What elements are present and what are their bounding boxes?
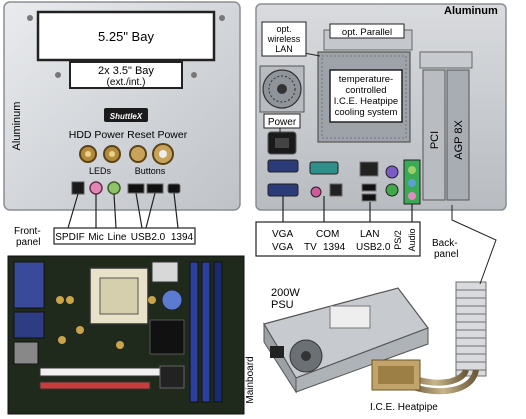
heatpipe-line3: I.C.E. Heatpipe [334,96,398,107]
heatpipe-caption: I.C.E. Heatpipe [370,402,438,413]
back-io-tv: TV [304,242,317,253]
tv-port [310,186,322,198]
front-panel-caption-1: Front- [14,226,41,237]
front-port-leaders [67,192,179,229]
firewire-port [167,183,181,194]
vga-port-2 [267,183,299,197]
com-port [309,161,339,175]
parallel-label: opt. Parallel [342,27,392,38]
reset-button[interactable] [129,145,147,163]
back-panel-caption-2: panel [434,249,458,260]
parallel-label-box [329,23,405,39]
usb-port-1 [127,183,145,194]
wireless-line3: LAN [275,44,293,54]
bay-525-slot [36,10,216,62]
bay-35-label-line2: (ext./int.) [107,77,146,88]
heatpipe-line2: controlled [345,85,386,96]
heatpipe-unit [371,281,487,395]
back-io-vga-2: VGA [272,242,293,253]
vga-port-1 [267,159,299,173]
usb-back-port-1 [361,183,377,192]
front-port-label-box [53,227,196,245]
back-io-ps2: PS/2 [393,230,403,250]
back-io-1394: 1394 [323,242,346,253]
back-io-usb: USB2.0 [356,242,391,253]
firewire-back-port [329,183,343,197]
bay-35-slot [69,61,183,89]
leds-label: LEDs [89,166,112,176]
ps2-port-2 [385,183,399,197]
front-port-mic: Mic [88,232,104,243]
psu-unit [263,287,429,394]
back-io-lan: LAN [360,229,379,240]
usb-port-2 [146,183,164,194]
heatpipe-line4: cooling system [335,107,398,118]
heatpipe-label-box [329,69,403,123]
led-power [103,145,121,163]
led-hdd [79,145,97,163]
front-panel-caption-2: panel [16,237,40,248]
lan-port [359,161,379,177]
mainboard-photo [7,255,245,415]
brand-plate [104,108,148,122]
back-aluminum-label: Aluminum [444,5,498,17]
pci-label: PCI [429,131,441,149]
button-row-label: HDD Power Reset Power [69,129,188,141]
psu-fan [259,65,305,113]
pci-slot-bracket [422,69,446,201]
bay-525-label: 5.25" Bay [98,29,154,44]
front-port-1394: 1394 [171,232,194,243]
ps2-port-1 [385,165,399,179]
back-port-leaders [282,196,413,222]
chipset [149,319,185,355]
front-aluminum-label: Aluminum [11,102,23,151]
line-port [107,181,121,195]
brand-text: ShuttleX [110,112,143,121]
power-label: Power [268,117,297,128]
back-io-audio: Audio [407,228,417,251]
psu-label-line2: PSU [271,299,294,311]
ram-slots [189,261,223,403]
southbridge [159,365,185,389]
front-port-spdif: SPDIF [55,232,84,243]
front-port-usb: USB2.0 [131,232,166,243]
psu-label-line1: 200W [271,287,300,299]
usb-back-port-2 [361,193,377,202]
back-io-vga-1: VGA [272,229,293,240]
power-label-box [263,113,301,129]
bay-35-label-line1: 2x 3.5" Bay [98,65,154,77]
mainboard-label: Mainboard [245,356,256,403]
spdif-port [71,181,85,195]
wireless-line2: wireless [267,34,301,44]
heatpipe-connector-line [451,205,497,285]
power-button[interactable] [152,143,174,165]
front-panel-chassis [3,1,241,229]
buttons-label: Buttons [135,166,166,176]
front-port-line: Line [108,232,127,243]
back-panel-caption-1: Back- [432,238,458,249]
heatpipe-line1: temperature- [339,74,393,85]
agp-label: AGP 8X [453,120,465,160]
agp-slot-bracket [446,69,470,201]
mic-port [89,181,103,195]
back-port-label-box [255,221,421,257]
back-io-com: COM [316,229,339,240]
wireless-label-box [261,21,307,57]
wireless-line1: opt. [276,24,291,34]
